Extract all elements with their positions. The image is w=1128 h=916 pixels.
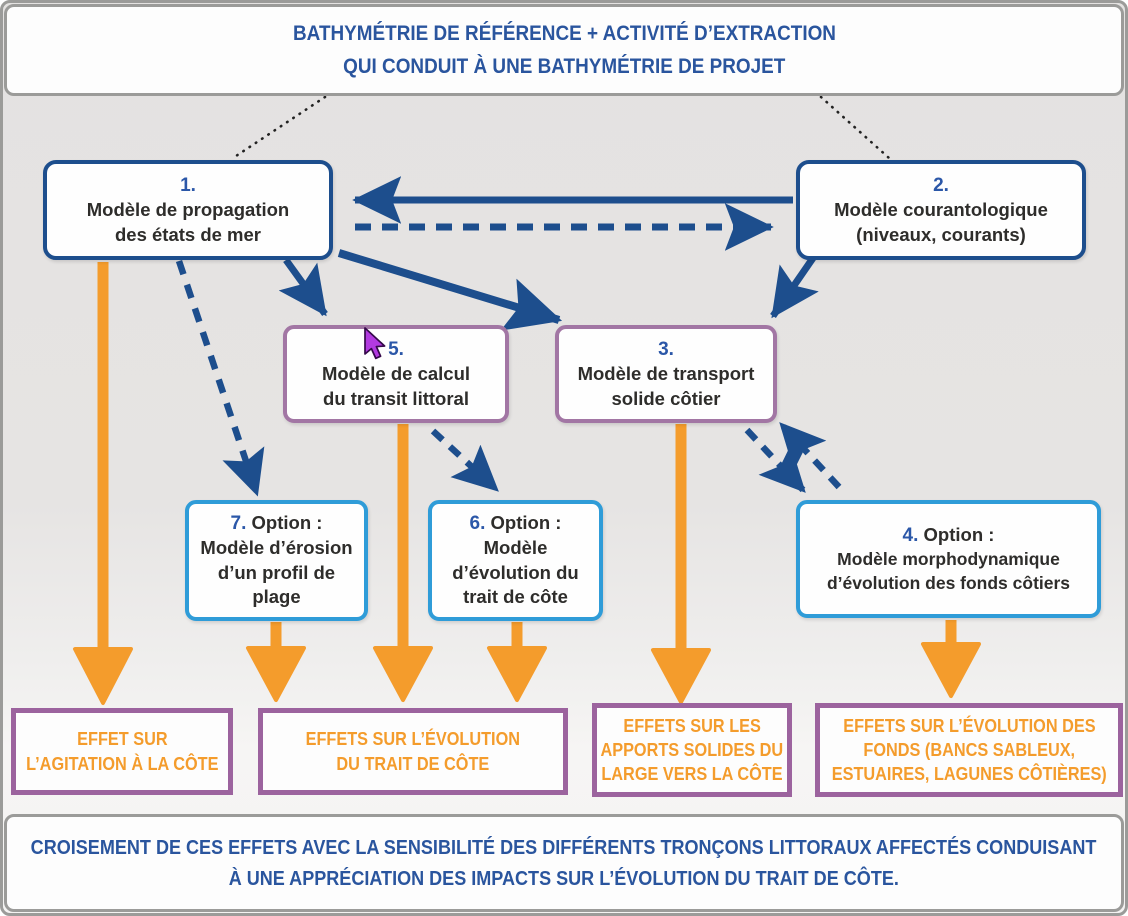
bottom-banner-line2: À UNE APPRÉCIATION DES IMPACTS SUR L’ÉVO… — [228, 867, 900, 890]
model-3-line1: Modèle de transport — [577, 363, 755, 385]
effect-box-trait-de-cote: EFFETS SUR L’ÉVOLUTION DU TRAIT DE CÔTE — [258, 708, 568, 795]
effect-4-line1: EFFETS SUR L’ÉVOLUTION DES — [842, 714, 1096, 736]
orange-arrow-model1-to-effect1 — [73, 262, 133, 705]
dotted-link-banner-to-model1 — [231, 95, 327, 160]
model-5-number: 5. — [388, 339, 404, 361]
model-7-number: 7. — [230, 513, 247, 535]
model-4-header: 4. Option : — [903, 523, 995, 548]
model-box-2-courantologique: 2. Modèle courantologique (niveaux, cour… — [796, 160, 1086, 260]
top-banner-line1: BATHYMÉTRIE DE RÉFÉRENCE + ACTIVITÉ D’EX… — [292, 21, 836, 46]
effect-box-apports-solides: EFFETS SUR LES APPORTS SOLIDES DU LARGE … — [592, 703, 792, 797]
effect-box-evolution-fonds: EFFETS SUR L’ÉVOLUTION DES FONDS (BANCS … — [815, 703, 1123, 797]
model-6-line3: trait de côte — [463, 586, 568, 608]
effect-box-agitation: EFFET SUR L’AGITATION À LA CÔTE — [11, 708, 233, 795]
model-6-line2: d’évolution du — [452, 561, 579, 583]
model-2-line1: Modèle courantologique — [834, 199, 1048, 221]
effect-1-line2: L’AGITATION À LA CÔTE — [25, 752, 219, 774]
arrow-model1-to-model3 — [337, 249, 563, 331]
model-7-option-label: Option : — [251, 512, 323, 534]
top-banner-line2: QUI CONDUIT À UNE BATHYMÉTRIE DE PROJET — [342, 54, 786, 78]
model-6-number: 6. — [469, 513, 486, 535]
effect-2-line1: EFFETS SUR L’ÉVOLUTION — [305, 728, 521, 750]
model-4-line2: d’évolution des fonds côtiers — [826, 572, 1071, 593]
model-1-number: 1. — [180, 175, 196, 197]
orange-arrow-model5-to-effect2 — [373, 424, 433, 702]
model-1-line2: des états de mer — [114, 223, 261, 245]
model-box-5-transit-littoral: 5. Modèle de calcul du transit littoral — [283, 325, 509, 423]
model-6-option-label: Option : — [490, 512, 562, 534]
model-4-line1: Modèle morphodynamique — [837, 549, 1060, 570]
model-7-line3: plage — [252, 586, 301, 608]
effect-4-line2: FONDS (BANCS SABLEUX, — [863, 738, 1075, 760]
model-6-header: 6. Option : — [470, 511, 562, 536]
effect-1-line1: EFFET SUR — [76, 728, 168, 750]
bottom-banner: CROISEMENT DE CES EFFETS AVEC LA SENSIBI… — [4, 814, 1124, 912]
model-box-3-transport-solide: 3. Modèle de transport solide côtier — [555, 325, 777, 423]
orange-arrow-model3-to-effect3 — [651, 424, 711, 704]
model-box-1-propagation: 1. Modèle de propagation des états de me… — [43, 160, 333, 260]
model-box-7-erosion-profil: 7. Option : Modèle d’érosion d’un profil… — [185, 500, 368, 621]
effect-4-line3: ESTUAIRES, LAGUNES CÔTIÈRES) — [831, 763, 1107, 785]
model-7-header: 7. Option : — [231, 511, 323, 536]
orange-arrow-model4-to-effect4 — [921, 620, 981, 698]
model-2-number: 2. — [933, 175, 949, 197]
model-3-line2: solide côtier — [611, 387, 721, 409]
orange-arrow-model7-to-effect2 — [246, 622, 306, 702]
model-7-line1: Modèle d’érosion — [200, 537, 353, 559]
effect-3-line2: APPORTS SOLIDES DU — [600, 738, 784, 760]
model-box-4-morphodynamique: 4. Option : Modèle morphodynamique d’évo… — [796, 500, 1101, 618]
arrow-model2-to-model3 — [770, 256, 819, 319]
arrow-model1-to-model5 — [278, 257, 328, 317]
model-2-line2: (niveaux, courants) — [856, 223, 1026, 245]
model-4-number: 4. — [902, 525, 919, 547]
model-4-option-label: Option : — [923, 524, 995, 546]
orange-arrow-model6-to-effect2 — [487, 622, 547, 702]
model-1-line1: Modèle de propagation — [86, 199, 290, 221]
model-6-line1: Modèle — [483, 537, 548, 559]
model-7-line2: d’un profil de — [217, 561, 336, 583]
model-5-line2: du transit littoral — [323, 387, 469, 409]
dashed-arrow-model5-to-model6 — [430, 428, 500, 493]
model-box-6-evolution-trait: 6. Option : Modèle d’évolution du trait … — [428, 500, 603, 621]
dotted-link-banner-to-model2 — [819, 95, 891, 160]
top-banner: BATHYMÉTRIE DE RÉFÉRENCE + ACTIVITÉ D’EX… — [4, 4, 1124, 96]
effect-3-line3: LARGE VERS LA CÔTE — [601, 763, 783, 785]
dashed-arrow-model4-to-model3 — [778, 421, 842, 490]
dashed-arrow-model3-to-model4 — [744, 427, 807, 494]
effect-2-line2: DU TRAIT DE CÔTE — [336, 752, 490, 774]
bottom-banner-line1: CROISEMENT DE CES EFFETS AVEC LA SENSIBI… — [31, 835, 1097, 859]
dashed-arrow-model1-to-model7 — [175, 259, 265, 497]
model-3-number: 3. — [658, 339, 674, 361]
effect-3-line1: EFFETS SUR LES — [623, 714, 761, 736]
model-5-line1: Modèle de calcul — [321, 363, 471, 385]
